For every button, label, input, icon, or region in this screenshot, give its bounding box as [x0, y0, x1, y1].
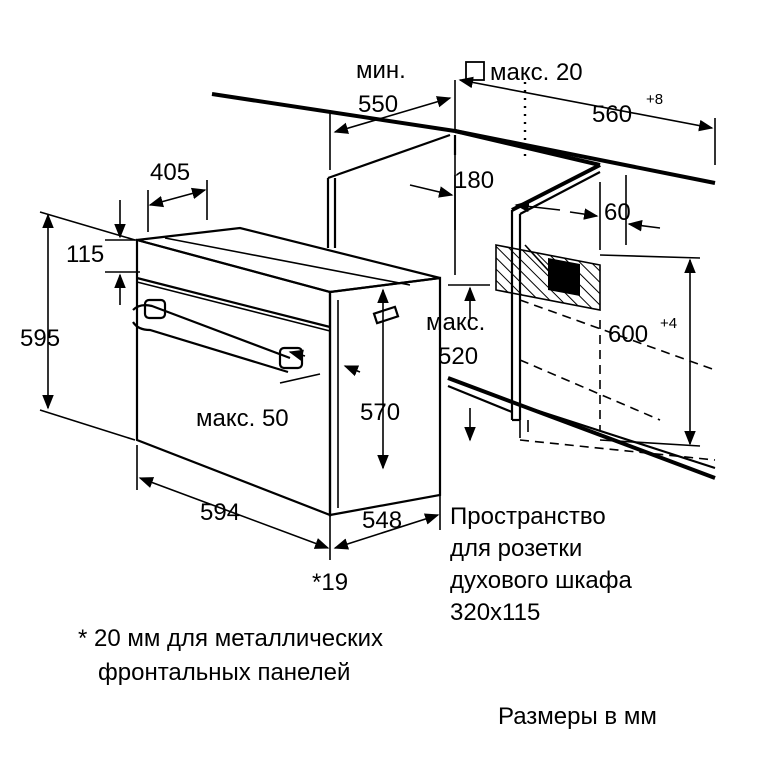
- label-600-tolerance: +4: [660, 315, 677, 332]
- socket-note: Пространство для розетки духового шкафа …: [450, 503, 633, 626]
- label-max20: макс. 20: [490, 59, 583, 86]
- socket-area: [495, 244, 601, 311]
- dimension-labels: мин. 550 макс. 20 560 +8 405 180 60 115 …: [20, 57, 677, 596]
- label-max50: макс. 50: [196, 405, 289, 432]
- label-595: 595: [20, 325, 60, 352]
- label-548: 548: [362, 507, 402, 534]
- footnote: * 20 мм для металлических фронтальных па…: [78, 625, 383, 686]
- label-60: 60: [604, 199, 631, 226]
- socket-note-line-2: для розетки: [450, 535, 582, 562]
- oven: [132, 226, 442, 517]
- oven-handle: [132, 298, 304, 374]
- square-icon: [465, 61, 485, 81]
- label-405: 405: [150, 159, 190, 186]
- label-594: 594: [200, 499, 240, 526]
- footnote-line-1: * 20 мм для металлических: [78, 625, 383, 652]
- cabinet: [211, 82, 716, 480]
- dimension-lines: [39, 76, 716, 560]
- label-max: макс.: [426, 309, 485, 336]
- label-180: 180: [454, 167, 494, 194]
- label-19: *19: [312, 569, 348, 596]
- label-560: 560: [592, 101, 632, 128]
- label-550: 550: [358, 91, 398, 118]
- socket-note-line-4: 320x115: [450, 599, 540, 626]
- label-520: 520: [438, 343, 478, 370]
- label-570: 570: [360, 399, 400, 426]
- label-min: мин.: [356, 57, 406, 84]
- socket-note-line-3: духового шкафа: [450, 567, 633, 594]
- units-note: Размеры в мм: [498, 703, 657, 730]
- label-600: 600: [608, 321, 648, 348]
- label-115: 115: [66, 241, 104, 268]
- footnote-line-2: фронтальных панелей: [98, 659, 350, 686]
- socket-note-line-1: Пространство: [450, 503, 606, 530]
- label-560-tolerance: +8: [646, 91, 663, 108]
